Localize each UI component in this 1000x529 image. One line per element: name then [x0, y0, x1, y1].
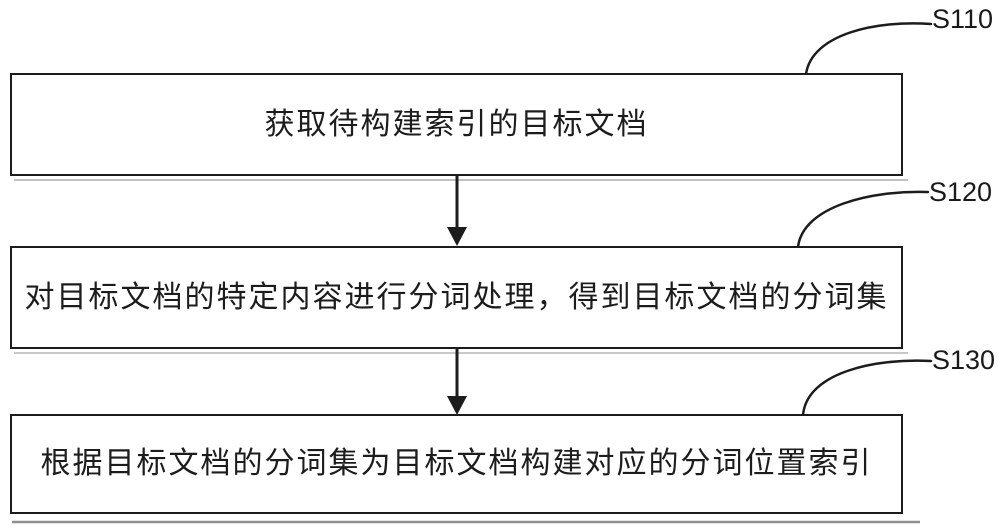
flow-box-step-1: 获取待构建索引的目标文档 [10, 73, 903, 176]
step-1-text: 获取待构建索引的目标文档 [264, 107, 649, 141]
leader-line-s130 [801, 359, 933, 417]
arrow-down-icon [447, 227, 467, 246]
step-label-s130: S130 [932, 345, 996, 375]
step-label-s110: S110 [932, 4, 994, 34]
flow-box-step-2: 对目标文档的特定内容进行分词处理，得到目标文档的分词集 [10, 246, 903, 349]
flow-box-step-3: 根据目标文档的分词集为目标文档构建对应的分词位置索引 [10, 414, 903, 514]
leader-line-s110 [804, 22, 933, 76]
arrow-down-icon [447, 396, 467, 415]
step-2-text: 对目标文档的特定内容进行分词处理，得到目标文档的分词集 [24, 280, 889, 314]
flow-arrow-1 [447, 176, 467, 246]
flow-arrow-2 [447, 349, 467, 415]
step-label-s120: S120 [929, 177, 993, 207]
leader-line-s120 [796, 190, 930, 249]
step-3-text: 根据目标文档的分词集为目标文档构建对应的分词位置索引 [40, 447, 873, 480]
